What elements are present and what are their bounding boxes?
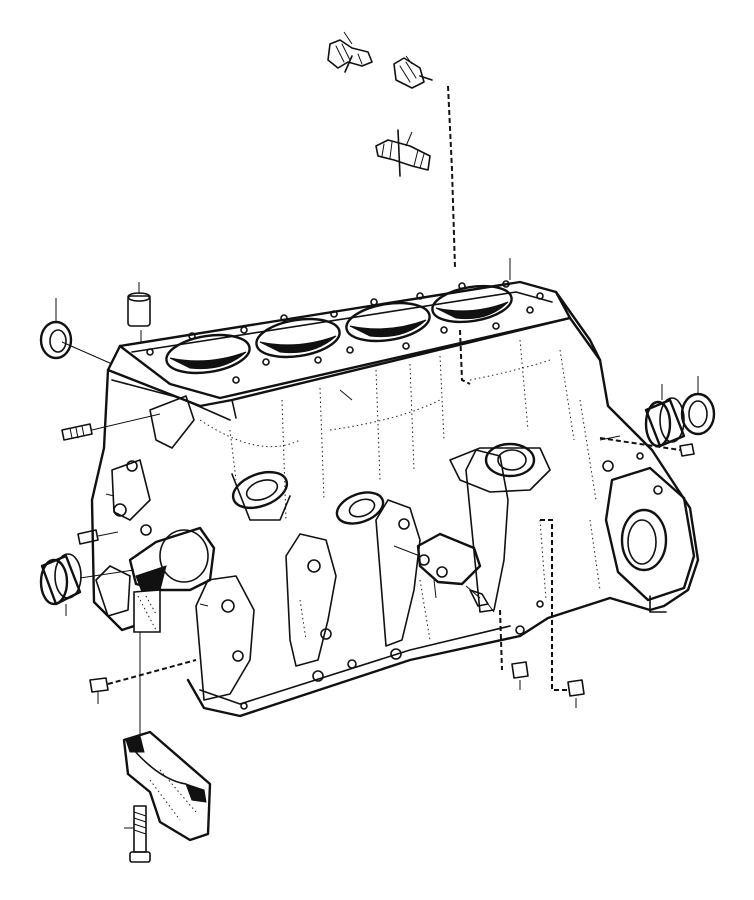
bushing-leader	[79, 569, 135, 579]
bolt-bearing-cap	[124, 805, 151, 863]
cylinder-bore-3	[345, 301, 431, 343]
dowel-pin-left	[89, 659, 197, 704]
main-bearing-cap	[122, 632, 212, 842]
bearing-bushing-left	[39, 553, 82, 616]
seal-ring-left	[39, 298, 113, 365]
cylinder-bore-1	[165, 333, 251, 375]
bearing-cap-shadow	[135, 565, 167, 593]
sender-dashed-leader	[447, 85, 456, 269]
dowel-pin-right	[540, 519, 585, 708]
cylinder-bore-2	[255, 317, 341, 359]
stud-left-upper	[61, 413, 161, 441]
stud-left-lower	[77, 529, 119, 545]
cover-plate	[393, 532, 482, 586]
dowel-pin-middle	[499, 609, 529, 690]
bearing-bushing-right	[644, 384, 686, 448]
bolt-cover	[465, 585, 495, 613]
sender-dashed-leader-lower	[459, 329, 471, 385]
cylinder-block	[90, 280, 700, 718]
sender-unit-second	[393, 55, 433, 89]
drain-cock	[375, 129, 431, 177]
sender-unit-top	[327, 31, 373, 73]
guide-sleeve	[127, 282, 151, 342]
seal-ring-right	[680, 376, 716, 436]
dowel-pin-right-upper	[599, 437, 695, 457]
part-leader-lines	[105, 258, 621, 607]
cylinder-bore-4	[431, 284, 513, 324]
